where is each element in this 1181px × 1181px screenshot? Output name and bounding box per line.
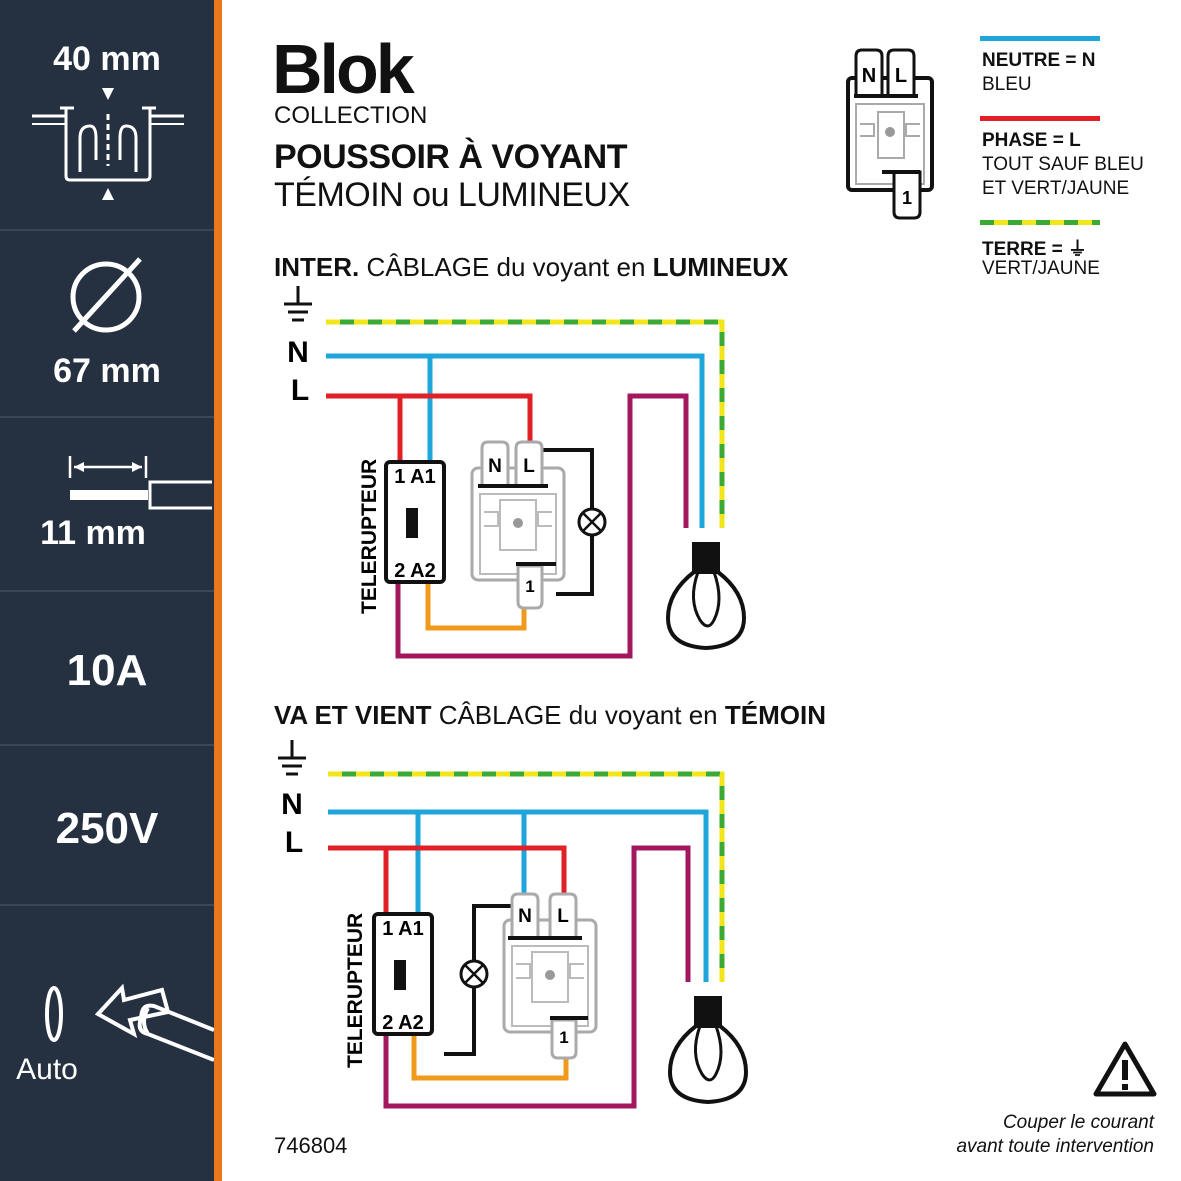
relay-a1-label: 1 A1: [394, 466, 436, 488]
device-n-label: N: [862, 65, 876, 87]
phase-line-label: L: [285, 826, 303, 859]
earth-swatch: [980, 220, 1100, 225]
phase-desc-2: ET VERT/JAUNE: [982, 178, 1130, 199]
phase-title: PHASE = L: [982, 130, 1081, 151]
earth-wire-yellow: [326, 319, 725, 528]
spec-sidebar: 40 mm 67 mm 11 mm 10A 250V: [0, 0, 214, 1181]
device-terminal-icon: N L 1: [846, 48, 934, 220]
neutral-title: NEUTRE = N: [982, 50, 1096, 71]
product-reference: 746804: [274, 1133, 348, 1158]
push-button-device: N L 1: [470, 440, 566, 610]
strip-cell: [0, 418, 214, 592]
light-bulb-icon: [667, 996, 749, 1105]
earth-desc: VERT/JAUNE: [982, 258, 1100, 279]
push-l-label: L: [523, 456, 535, 477]
collection-label: COLLECTION: [274, 102, 428, 129]
strip-value: 11 mm: [40, 514, 146, 552]
neutral-wire: [328, 809, 709, 982]
push-1-label: 1: [525, 577, 534, 596]
earth-icon: [284, 286, 312, 322]
diagram1-title: INTER. CÂBLAGE du voyant en LUMINEUX: [274, 252, 789, 282]
diagram2-title: VA ET VIENT CÂBLAGE du voyant en TÉMOIN: [274, 700, 826, 730]
neutral-line-label: N: [287, 336, 309, 369]
product-subtitle: TÉMOIN ou LUMINEUX: [274, 176, 630, 214]
relay-a2-label: 2 A2: [394, 560, 436, 582]
phase-line-label: L: [291, 374, 309, 407]
current-cell: [0, 592, 214, 746]
push-l-label: L: [557, 906, 569, 927]
earth-title: TERRE = ⏚: [982, 239, 1088, 260]
push-n-label: N: [518, 906, 532, 927]
phase-wire: [328, 845, 567, 898]
earth-icon: [278, 740, 306, 776]
light-bulb-icon: [665, 542, 747, 651]
current-value: 10A: [66, 646, 148, 695]
accent-stripe: [214, 0, 222, 1181]
warning-line-1: Couper le courant: [1002, 1112, 1154, 1133]
product-title: POUSSOIR À VOYANT: [274, 138, 627, 176]
relay-slot: [394, 960, 406, 990]
relay-a1-label: 1 A1: [382, 918, 424, 940]
push-1-label: 1: [559, 1028, 568, 1047]
device-l-label: L: [895, 65, 907, 87]
push-to-relay-wire: [425, 582, 527, 631]
neutral-desc: BLEU: [982, 74, 1032, 95]
phase-desc-1: TOUT SAUF BLEU: [982, 154, 1144, 175]
depth-cell: [0, 0, 214, 231]
auto-connection-icon: [45, 983, 214, 1062]
indicator-lamp-icon: [459, 959, 489, 989]
lamp-return-wire: [395, 393, 689, 659]
earth-wire-yellow: [328, 771, 725, 982]
diameter-icon: [70, 257, 142, 333]
relay-name: TELERUPTEUR: [358, 459, 381, 614]
voltage-cell: [0, 746, 214, 906]
phase-wire: [326, 393, 533, 448]
push-n-label: N: [488, 456, 502, 477]
diameter-value: 67 mm: [53, 352, 161, 390]
voltage-value: 250V: [55, 804, 159, 853]
wiring-diagram-inter: N L 1 A1 2 A2 TELERUPTEUR N L 1: [284, 286, 747, 659]
relay-a2-label: 2 A2: [382, 1012, 424, 1034]
relay-slot: [406, 508, 418, 538]
push-button-device: N L 1: [502, 892, 598, 1060]
brand-logo: Blok: [272, 30, 415, 108]
indicator-lamp-icon: [577, 507, 607, 537]
neutral-line-label: N: [281, 788, 303, 821]
phase-swatch: [980, 116, 1100, 121]
diameter-cell: [0, 231, 214, 418]
wiring-diagram-va-et-vient: N L 1 A1 2 A2 TELERUPTEUR N L 1: [278, 740, 749, 1109]
mounting-box-icon: [32, 88, 184, 200]
relay-name: TELERUPTEUR: [344, 913, 367, 1068]
warning-icon: [1093, 1041, 1157, 1097]
depth-value: 40 mm: [53, 40, 161, 78]
wire-strip-icon: [68, 456, 212, 510]
mode-label: Auto: [16, 1053, 78, 1086]
device-1-label: 1: [902, 188, 912, 208]
neutral-swatch: [980, 36, 1100, 41]
lamp-return-wire: [383, 845, 691, 1109]
push-to-relay-wire: [411, 1032, 569, 1081]
warning-line-2: avant toute intervention: [956, 1136, 1154, 1157]
neutral-wire: [326, 353, 705, 528]
